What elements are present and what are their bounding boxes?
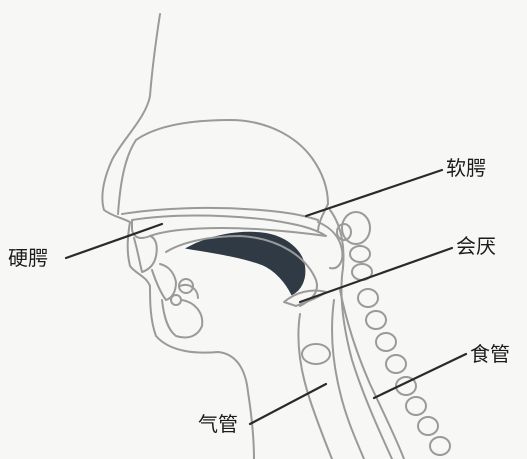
hard-palate-leader: [66, 224, 162, 258]
vertebra: [430, 437, 450, 455]
vertebra: [358, 289, 378, 307]
esophagus-wall: [340, 290, 404, 459]
trachea-front-wall: [298, 314, 332, 459]
label-trachea: 气管: [198, 414, 238, 434]
vertebra: [366, 311, 386, 329]
larynx-cartilage: [302, 344, 330, 364]
label-soft-palate: 软腭: [446, 158, 486, 178]
label-esophagus: 食管: [470, 344, 510, 364]
vertebra: [376, 333, 396, 351]
vertebra: [386, 355, 406, 373]
upper-teeth: [134, 236, 157, 272]
tooth-root: [171, 295, 181, 305]
vertebra: [350, 246, 370, 262]
vertebra: [406, 397, 426, 415]
label-epiglottis: 会厌: [456, 236, 496, 256]
lower-teeth: [152, 264, 176, 300]
cervical-vertebrae: [337, 212, 450, 455]
mandible: [162, 300, 202, 338]
trachea-leader: [250, 384, 326, 424]
label-hard-palate: 硬腭: [8, 248, 48, 268]
vertebra: [418, 417, 438, 435]
tongue-shape: [188, 233, 304, 294]
